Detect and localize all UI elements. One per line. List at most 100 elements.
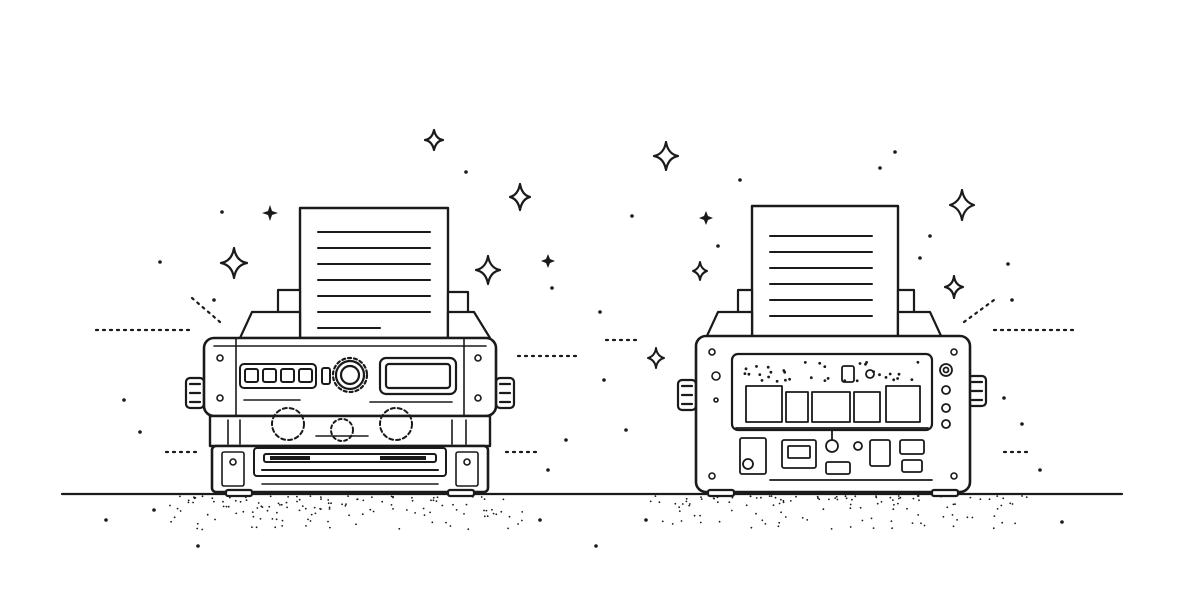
dot — [896, 377, 899, 380]
dot — [680, 520, 683, 522]
dot — [229, 496, 231, 499]
dot — [801, 517, 804, 519]
dot — [826, 377, 830, 380]
dot — [892, 378, 896, 382]
dot — [422, 507, 425, 510]
dot — [843, 379, 847, 383]
dot — [464, 170, 468, 174]
dot — [122, 398, 126, 402]
dot — [917, 514, 920, 516]
printer-feet — [224, 488, 476, 498]
dot — [546, 468, 550, 472]
dot — [823, 365, 827, 368]
dot — [928, 234, 932, 238]
dot — [187, 499, 190, 502]
sparkle-icon — [692, 261, 708, 281]
dot — [889, 496, 892, 499]
dot — [956, 519, 958, 521]
dot — [211, 497, 214, 500]
dot — [789, 500, 792, 502]
dot — [296, 500, 298, 503]
dot — [201, 528, 204, 531]
dot — [1011, 503, 1014, 505]
dot — [809, 376, 813, 380]
dot — [372, 510, 375, 513]
dot — [285, 501, 288, 504]
display-screen — [378, 356, 458, 396]
dot — [234, 499, 237, 502]
dot — [712, 497, 715, 500]
dot — [836, 498, 839, 501]
dot — [830, 528, 833, 530]
rivet-dots — [743, 360, 920, 383]
sparkle-icon — [699, 211, 713, 225]
dot — [878, 373, 881, 377]
dot — [910, 378, 914, 381]
dot — [888, 372, 892, 376]
sparkle-icon — [508, 182, 532, 212]
dot — [344, 504, 347, 507]
dot — [730, 509, 733, 512]
dot — [212, 298, 216, 302]
dot — [855, 379, 859, 383]
dot — [500, 510, 503, 513]
dot — [898, 497, 900, 500]
dot — [755, 512, 757, 515]
dot — [865, 361, 868, 364]
dot — [678, 510, 681, 512]
dot — [152, 508, 156, 512]
dot — [743, 372, 747, 375]
dot — [1000, 504, 1003, 507]
dot — [411, 499, 414, 502]
sparkle-icon — [647, 347, 665, 369]
dot — [769, 370, 773, 374]
dot — [486, 515, 489, 518]
dot — [550, 286, 554, 290]
printer-back — [676, 204, 988, 498]
sparkle-icon — [474, 254, 502, 286]
dot — [878, 166, 882, 170]
dot — [309, 520, 312, 522]
dot — [685, 500, 688, 503]
dot — [849, 507, 852, 510]
dot — [654, 495, 657, 497]
dot — [747, 372, 751, 376]
dot — [918, 499, 920, 502]
dot — [854, 495, 857, 498]
sparkles — [219, 128, 976, 369]
dot — [170, 520, 173, 523]
dot — [266, 509, 269, 512]
dot — [598, 310, 602, 314]
dot — [483, 515, 486, 518]
dot — [392, 508, 394, 510]
dot — [196, 522, 199, 525]
dot — [649, 500, 652, 503]
dot — [327, 520, 329, 523]
dot — [176, 507, 179, 510]
dot — [780, 498, 782, 501]
dot — [277, 502, 280, 505]
dot — [201, 495, 204, 498]
dot — [1002, 396, 1006, 400]
dot — [259, 518, 262, 520]
printer-front — [184, 206, 516, 498]
dot — [508, 515, 511, 518]
dot — [952, 503, 955, 506]
dot — [1021, 495, 1023, 497]
dot — [872, 527, 875, 529]
dot — [992, 527, 995, 530]
side-knobs — [676, 374, 988, 412]
ground — [60, 492, 1124, 531]
dot — [893, 150, 897, 154]
dot — [923, 524, 926, 527]
dot — [287, 496, 289, 498]
dot — [169, 504, 171, 507]
ground-stipple — [169, 495, 1028, 531]
dot — [220, 210, 224, 214]
dot — [257, 502, 260, 504]
sparkle-icon — [652, 140, 680, 172]
dot — [951, 514, 954, 516]
dot — [1010, 298, 1014, 302]
dot — [398, 527, 401, 530]
